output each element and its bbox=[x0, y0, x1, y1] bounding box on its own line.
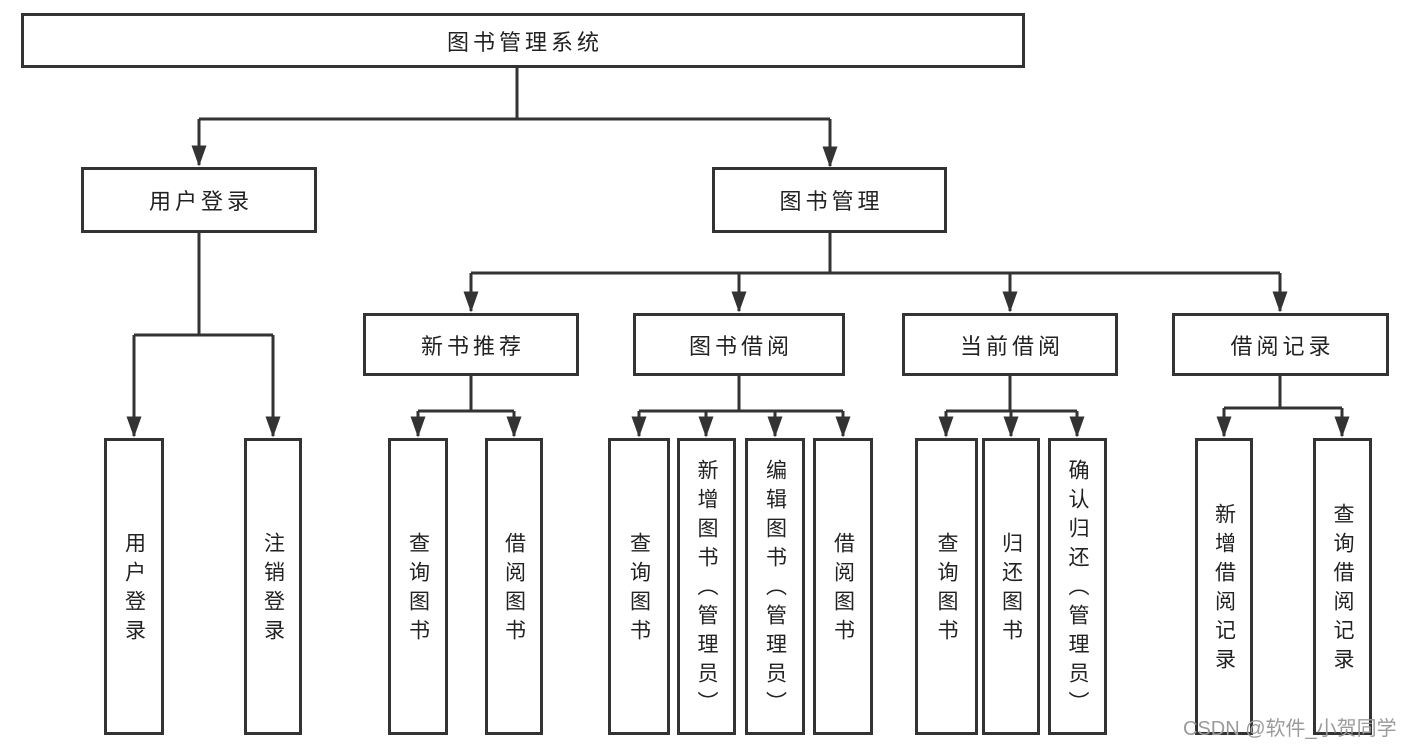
leaf-return-book: 归还图书 bbox=[982, 438, 1040, 735]
node-borrow-records: 借阅记录 bbox=[1172, 313, 1389, 376]
csdn-watermark: CSDN @软件_小贺同学 bbox=[1183, 718, 1397, 740]
leaf-borrow-book: 借阅图书 bbox=[813, 438, 873, 735]
node-root-library-system: 图书管理系统 bbox=[21, 13, 1025, 68]
leaf-add-book-admin: 新增图书（管理员） bbox=[677, 438, 736, 735]
leaf-query-book-current: 查询图书 bbox=[915, 438, 978, 735]
node-book-management: 图书管理 bbox=[712, 167, 947, 233]
leaf-query-book-borrow: 查询图书 bbox=[608, 438, 670, 735]
leaf-add-borrow-record: 新增借阅记录 bbox=[1195, 438, 1253, 735]
leaf-query-borrow-record: 查询借阅记录 bbox=[1313, 438, 1372, 735]
node-current-borrow: 当前借阅 bbox=[902, 313, 1118, 376]
node-user-login: 用户登录 bbox=[81, 167, 317, 233]
leaf-borrow-book-recommend: 借阅图书 bbox=[485, 438, 543, 735]
leaf-confirm-return-admin: 确认归还（管理员） bbox=[1048, 438, 1107, 735]
leaf-logout-login: 注销登录 bbox=[244, 438, 302, 735]
leaf-query-book-recommend: 查询图书 bbox=[388, 438, 448, 735]
node-new-book-recommend: 新书推荐 bbox=[363, 313, 579, 376]
node-book-borrow: 图书借阅 bbox=[633, 313, 845, 376]
leaf-edit-book-admin: 编辑图书（管理员） bbox=[745, 438, 805, 735]
leaf-user-login: 用户登录 bbox=[104, 438, 164, 735]
